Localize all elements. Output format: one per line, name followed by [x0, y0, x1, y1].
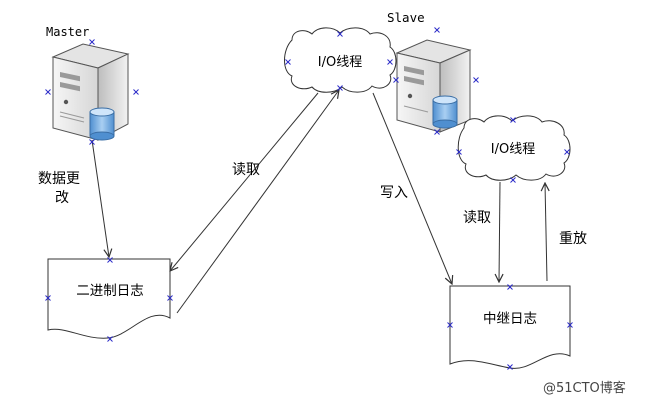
read-binlog-request-arrow — [170, 92, 319, 271]
connection-handles — [45, 27, 573, 370]
replay-label: 重放 — [559, 231, 587, 247]
replay-arrow — [545, 183, 547, 282]
connection-handle-mark — [89, 39, 95, 45]
binlog-label: 二进制日志 — [76, 283, 144, 299]
write-relay-label: 写入 — [380, 185, 408, 201]
relay-log-label: 中继日志 — [483, 311, 537, 327]
data-change-label-line1: 数据更 — [38, 171, 80, 187]
connection-handle-mark — [107, 336, 113, 342]
relay-log-document-shape — [449, 285, 571, 369]
slave-database-icon — [432, 95, 458, 129]
connection-handle-mark — [45, 89, 51, 95]
connection-handle-mark — [89, 139, 95, 145]
io-thread-slave-label: I/O线程 — [491, 142, 535, 157]
slave-label: Slave — [387, 10, 425, 25]
connection-handle-mark — [447, 322, 453, 328]
master-label: Master — [46, 25, 89, 39]
read-relay-label: 读取 — [463, 209, 491, 226]
master-database-icon — [89, 107, 115, 141]
connection-handle-mark — [45, 295, 51, 301]
connection-handle-mark — [567, 322, 573, 328]
read-binlog-label: 读取 — [232, 161, 260, 178]
connection-handle-mark — [473, 77, 479, 83]
connection-handle-mark — [510, 117, 516, 123]
read-relay-arrow — [499, 181, 500, 282]
data-change-label-line2: 改 — [55, 190, 69, 206]
connection-handle-mark — [285, 59, 291, 65]
connection-handle-mark — [337, 31, 343, 37]
io-thread-master-cloud — [284, 27, 397, 93]
connection-handle-mark — [456, 149, 462, 155]
watermark-text: @51CTO博客 — [543, 380, 626, 396]
write-relay-arrow — [372, 92, 452, 284]
connection-handle-mark — [434, 129, 440, 135]
connection-handle-mark — [133, 89, 139, 95]
connection-handle-mark — [393, 77, 399, 83]
connection-handle-mark — [564, 149, 570, 155]
connection-handle-mark — [507, 284, 513, 290]
connection-handle-mark — [107, 257, 113, 263]
connection-handle-mark — [167, 295, 173, 301]
read-binlog-response-arrow — [176, 90, 339, 314]
connection-handle-mark — [510, 177, 516, 183]
connection-handle-mark — [434, 27, 440, 33]
connection-handle-mark — [337, 85, 343, 91]
io-thread-master-label: I/O线程 — [318, 55, 362, 70]
binlog-document-shape — [47, 258, 171, 339]
connection-handle-mark — [387, 59, 393, 65]
data-change-arrow — [91, 139, 109, 257]
connection-handle-mark — [507, 364, 513, 370]
io-thread-slave-cloud — [457, 115, 571, 181]
